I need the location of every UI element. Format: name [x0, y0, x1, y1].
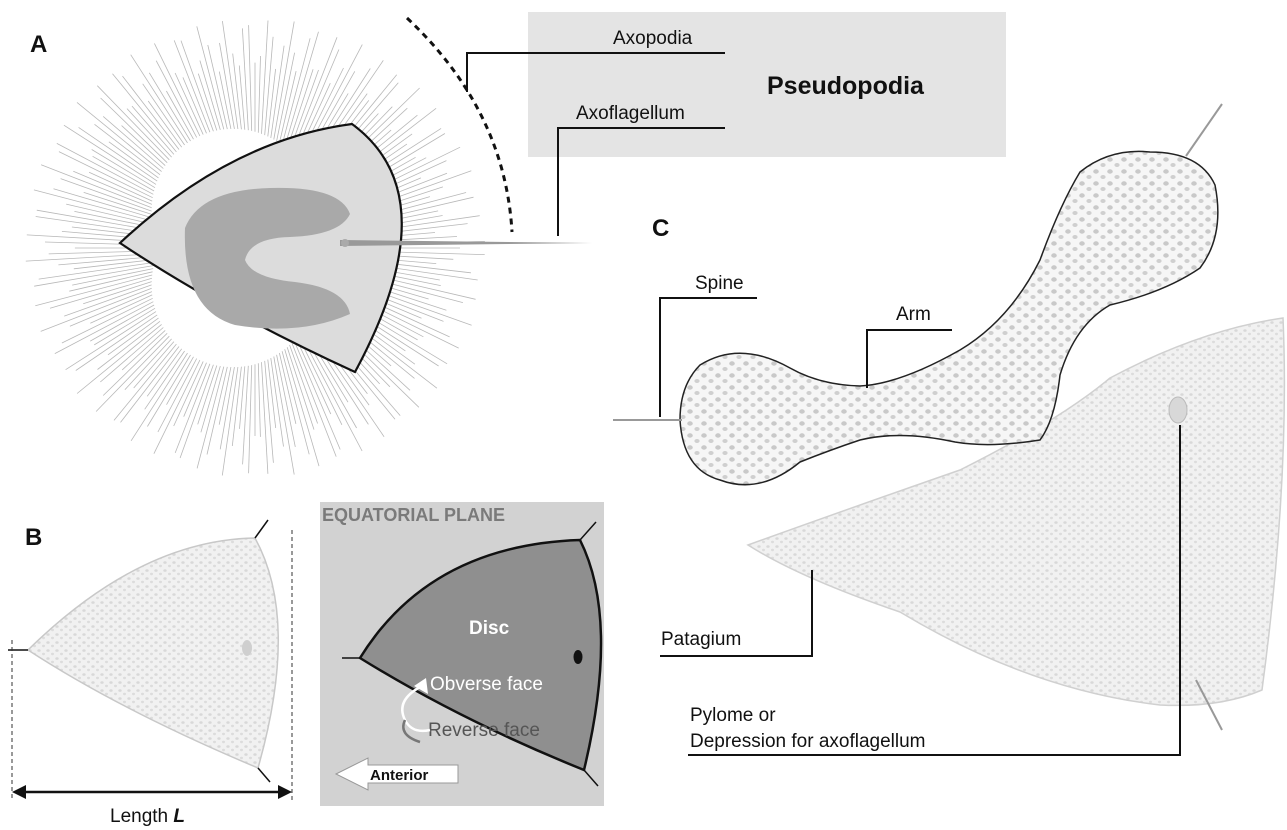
- axopodium-ray: [201, 366, 220, 432]
- axopodium-ray: [73, 171, 152, 204]
- spine-c-top: [1186, 104, 1222, 156]
- arm-label: Arm: [896, 304, 931, 325]
- spine-b-bottom: [258, 768, 270, 782]
- length-arrow-right-head: [278, 785, 292, 799]
- panel-a-label: A: [30, 31, 47, 58]
- disc-pylome-dot: [574, 650, 583, 664]
- axopodium-ray: [200, 61, 220, 130]
- axopodium-ray: [95, 124, 161, 174]
- axopodium-ray: [83, 282, 152, 304]
- axopodium-ray: [54, 189, 152, 218]
- axopodium-ray: [34, 190, 152, 221]
- axopodia-extent-arc: [407, 18, 512, 232]
- axopodium-ray: [198, 74, 217, 131]
- axopodium-ray: [277, 355, 296, 447]
- equatorial-plane-title: EQUATORIAL PLANE: [322, 505, 505, 525]
- axopodium-ray: [207, 367, 227, 455]
- axopodium-ray: [134, 342, 174, 388]
- panel-c-label: C: [652, 215, 669, 242]
- reverse-face-label: Reverse face: [428, 720, 540, 741]
- axopodium-ray: [268, 69, 276, 136]
- axoflagellum: [340, 240, 592, 246]
- axopodium-ray: [249, 25, 252, 131]
- axopodium-ray: [198, 366, 217, 425]
- axopodium-ray: [180, 365, 213, 458]
- spine-b-top: [255, 520, 268, 538]
- axopodium-ray: [93, 156, 155, 191]
- axoflagellum-base: [341, 239, 349, 247]
- spine-label: Spine: [695, 273, 744, 294]
- pseudopodia-label: Pseudopodia: [767, 72, 925, 100]
- axoflagellum-label: Axoflagellum: [576, 103, 685, 124]
- axopodium-ray: [220, 43, 235, 129]
- obverse-face-label: Obverse face: [430, 674, 543, 695]
- axopodium-ray: [290, 345, 318, 424]
- axopodium-ray: [76, 315, 157, 371]
- axopodium-ray: [39, 262, 155, 279]
- axopodium-ray: [90, 305, 154, 341]
- skeleton-test: [28, 538, 278, 768]
- axopodium-ray: [258, 363, 260, 437]
- axopodium-ray: [89, 172, 152, 201]
- axopodium-ray: [197, 367, 224, 469]
- axopodium-ray: [145, 351, 185, 409]
- axopodium-ray: [35, 275, 152, 306]
- axopodium-ray: [277, 53, 295, 142]
- cell-body: [120, 124, 402, 372]
- axopodium-ray: [122, 126, 166, 166]
- pylome-label-line1: Pylome or: [690, 705, 776, 726]
- axopodium-ray: [249, 365, 252, 473]
- axopodium-ray: [208, 45, 228, 129]
- axopodium-ray: [174, 40, 210, 132]
- length-label: Length L: [110, 806, 185, 827]
- axopodium-ray: [268, 360, 276, 428]
- axopodium-ray: [232, 367, 241, 446]
- axopodium-ray: [258, 56, 260, 133]
- axopodium-ray: [72, 269, 153, 286]
- length-arrow-left-head: [12, 785, 26, 799]
- axopodium-ray: [279, 353, 296, 424]
- disc-label: Disc: [469, 618, 510, 639]
- pylome-label-line2: Depression for axoflagellum: [690, 731, 926, 752]
- skeleton-pylome: [242, 640, 252, 656]
- axopodium-ray: [197, 26, 224, 129]
- axopodia-label: Axopodia: [613, 28, 693, 49]
- axopodium-ray: [262, 362, 268, 474]
- axopodium-ray: [131, 55, 188, 143]
- axopodium-ray: [122, 330, 165, 370]
- axopodium-ray: [279, 71, 296, 143]
- panel-b-label: B: [25, 524, 42, 551]
- axopodium-ray: [125, 339, 172, 390]
- pylome-c: [1169, 397, 1187, 423]
- axopodium-ray: [262, 21, 269, 134]
- anterior-label: Anterior: [370, 767, 429, 784]
- patagium-label: Patagium: [661, 629, 741, 650]
- axopodium-ray: [62, 298, 153, 343]
- axopodium-ray: [233, 54, 242, 130]
- axopodium-ray: [94, 308, 155, 345]
- axopodium-ray: [50, 278, 152, 308]
